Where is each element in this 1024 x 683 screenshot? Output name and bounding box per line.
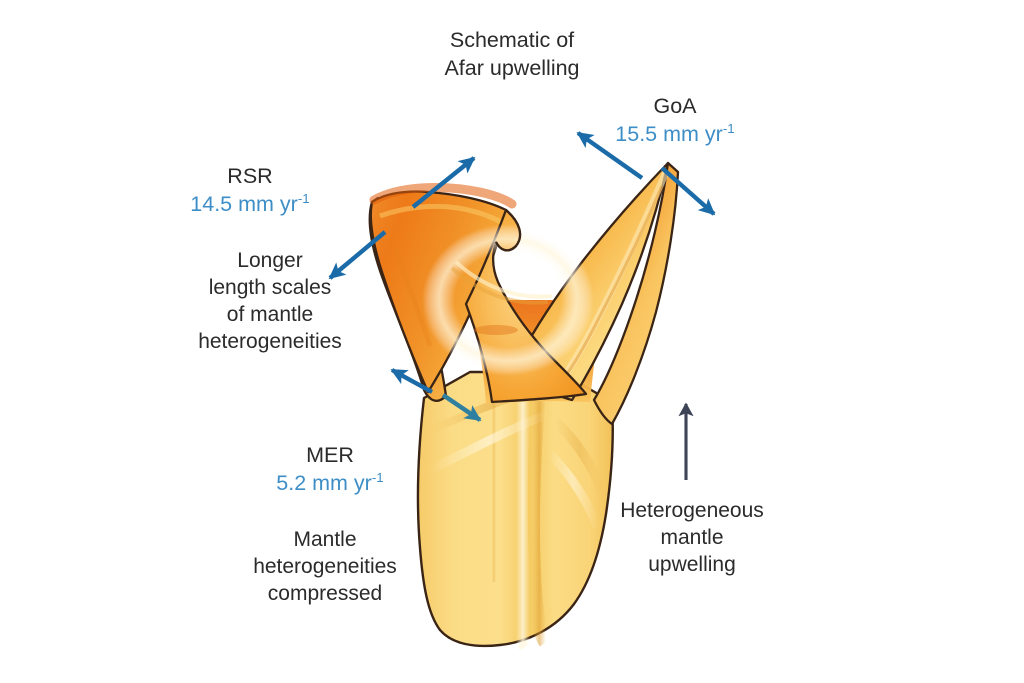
goa-spreading-arrow-nw (576, 131, 644, 180)
left-lobe-crease (389, 239, 433, 347)
mer-rate-value: 5.2 mm yr (276, 470, 372, 495)
longer-line-4: heterogeneities (198, 329, 342, 353)
basin-dimple (474, 325, 518, 335)
basin-contour-upper (450, 266, 549, 305)
label-mantle-compressed: Mantle heterogeneities compressed (210, 527, 440, 608)
longer-line-3: of mantle (226, 302, 314, 326)
goa-rate: 15.5 mm yr-1 (575, 121, 775, 149)
stem-ridge-shadow (524, 379, 553, 647)
label-mer: MER 5.2 mm yr-1 (230, 442, 430, 497)
rsr-spreading-arrow (411, 156, 476, 209)
hetero-line-1: Heterogeneous (620, 499, 764, 522)
stem-fold-d (544, 448, 603, 530)
compressed-line-3: compressed (267, 581, 383, 605)
left-lobe-rim-highlight (379, 203, 512, 230)
goa-rate-exponent: -1 (722, 120, 735, 136)
mer-name: MER (306, 443, 354, 467)
label-longer-length-scales: Longer length scales of mantle heterogen… (145, 248, 395, 356)
hetero-line-2: mantle (660, 525, 724, 549)
rsr-name: RSR (227, 164, 273, 188)
plume-stem (416, 370, 614, 651)
longer-line-1: Longer (237, 249, 303, 272)
stem-fold-c (550, 416, 609, 498)
compressed-line-2: heterogeneities (253, 554, 397, 578)
label-goa: GoA 15.5 mm yr-1 (575, 93, 775, 148)
title-line-2: Afar upwelling (444, 55, 580, 80)
right-lobe-crease (558, 185, 664, 385)
rsr-rate-value: 14.5 mm yr (190, 191, 298, 216)
hetero-line-3: upwelling (648, 552, 736, 576)
label-rsr: RSR 14.5 mm yr-1 (150, 163, 350, 218)
mer-rate-exponent: -1 (371, 469, 384, 485)
stem-crease-left (487, 381, 501, 583)
spreading-arrows (328, 131, 716, 480)
compressed-line-1: Mantle (293, 528, 357, 551)
page-title: Schematic of Afar upwelling (0, 27, 1024, 82)
right-lobe-outer-flank (592, 161, 680, 426)
basin-contour-upper-light (454, 260, 553, 299)
goa-rate-value: 15.5 mm yr (615, 121, 723, 146)
longer-line-2: length scales (208, 275, 332, 299)
goa-name: GoA (653, 94, 697, 118)
mer-arrow-outer (390, 368, 434, 394)
right-lobe-crest-highlight (555, 170, 670, 389)
rsr-rate: 14.5 mm yr-1 (150, 191, 350, 219)
central-notch-outline (494, 209, 522, 252)
mer-rate: 5.2 mm yr-1 (230, 470, 430, 498)
rsr-rate-exponent: -1 (297, 190, 310, 206)
goa-spreading-arrow-se (660, 166, 716, 216)
label-heterogeneous-upwelling: Heterogeneous mantle upwelling (592, 498, 792, 579)
stem-fold-b (427, 409, 550, 475)
mer-arrow-inner (441, 393, 482, 422)
title-line-1: Schematic of (449, 28, 575, 52)
left-lobe-top-rim (369, 183, 517, 209)
longer-scales-arrow (328, 230, 387, 280)
